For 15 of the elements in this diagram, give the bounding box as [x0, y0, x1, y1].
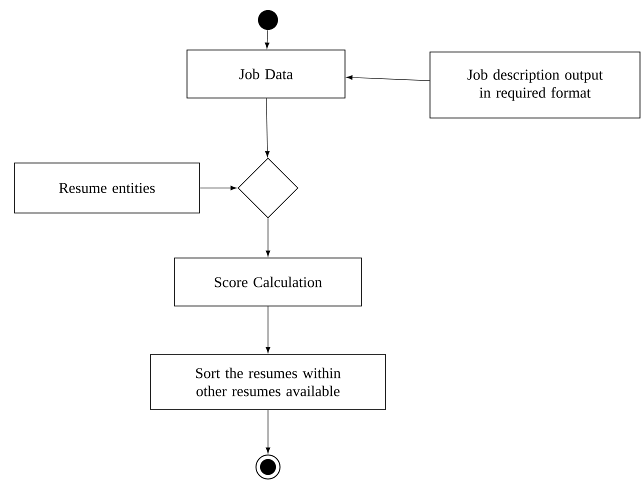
process-box: Job description output in required format [430, 52, 640, 118]
arrow [266, 410, 270, 454]
arrow [264, 30, 270, 49]
process-box: Sort the resumes within other resumes available [150, 354, 386, 410]
arrow [266, 306, 270, 354]
process-box: Resume entities [14, 162, 200, 214]
process-box: Job Data [186, 50, 346, 98]
end-bullseye [256, 454, 280, 480]
decision-diamond [238, 158, 298, 218]
arrow [265, 98, 270, 158]
arrow [266, 218, 270, 257]
arrow [346, 75, 430, 81]
start-dot [258, 10, 278, 30]
process-box: Score Calculation [174, 258, 362, 306]
arrow [200, 186, 237, 190]
